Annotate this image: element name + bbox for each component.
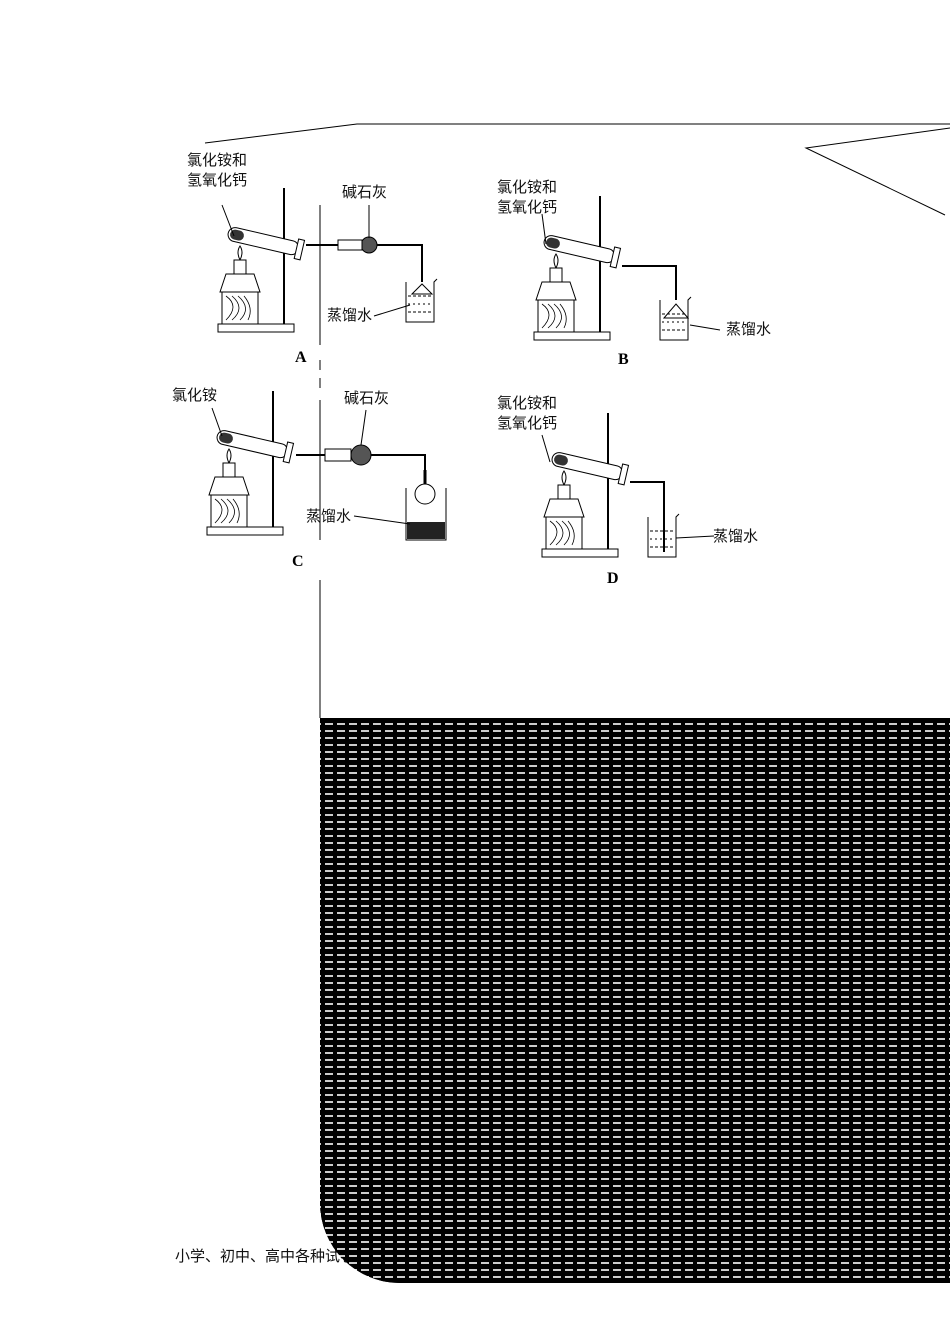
caption-c: C xyxy=(292,553,304,570)
reagent-label-c: 氯化铵 xyxy=(172,386,218,404)
water-label-a: 蒸馏水 xyxy=(327,306,373,324)
patterned-block xyxy=(320,718,950,1283)
caption-b: B xyxy=(618,351,629,368)
water-label-d: 蒸馏水 xyxy=(713,527,759,545)
caption-d: D xyxy=(607,570,619,587)
drying-agent-label-a: 碱石灰 xyxy=(342,183,388,201)
drying-agent-label-c: 碱石灰 xyxy=(344,389,390,407)
overlay-shape xyxy=(204,123,950,1283)
water-label-b: 蒸馏水 xyxy=(726,320,772,338)
apparatus-c xyxy=(206,390,447,541)
water-label-c: 蒸馏水 xyxy=(306,507,352,525)
caption-a: A xyxy=(295,349,307,366)
reagent-label-d: 氯化铵和 氢氧化钙 xyxy=(497,394,558,432)
footer-text: 小学、初中、高中各种试卷 xyxy=(175,1247,356,1265)
apparatus-b xyxy=(533,195,721,341)
apparatus-d xyxy=(541,412,715,558)
reagent-label-a: 氯化铵和 氢氧化钙 xyxy=(187,151,248,189)
apparatus-a xyxy=(217,187,438,333)
reagent-label-b: 氯化铵和 氢氧化钙 xyxy=(497,178,558,216)
